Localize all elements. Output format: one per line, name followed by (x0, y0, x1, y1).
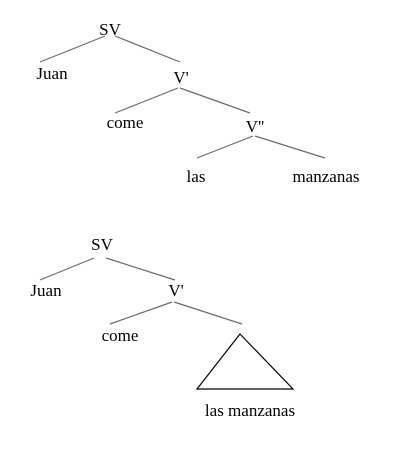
tree1-root-label: SV (99, 20, 121, 39)
tree1-subject-label: Juan (36, 64, 68, 83)
edge-sv-juan-2 (39, 257, 95, 281)
edge-vbar-vdoublebar-1 (179, 87, 251, 114)
edge-sv-vbar-1 (114, 35, 181, 63)
tree2-root-label: SV (91, 235, 113, 254)
edge-vbar-triangle-2 (173, 301, 243, 325)
tree2-collapsed-phrase-label: las manzanas (204, 401, 296, 420)
edge-vbar-come-1 (114, 87, 179, 114)
tree1-vbar-label: V' (173, 68, 189, 87)
tree2-vbar-label: V' (168, 281, 184, 300)
edge-vdoublebar-las-1 (196, 135, 254, 159)
edge-sv-juan-1 (39, 35, 106, 63)
edge-vbar-come-2 (109, 301, 173, 325)
tree2-verb-label: come (101, 326, 139, 345)
tree1-det-label: las (186, 167, 206, 186)
edge-vdoublebar-manzanas-1 (254, 135, 326, 159)
edge-sv-vbar-2 (105, 257, 176, 281)
tree2-subject-label: Juan (30, 281, 62, 300)
collapsed-phrase-triangle (195, 333, 295, 390)
tree1-noun-label: manzanas (292, 167, 360, 186)
tree1-vdoublebar-label: V'' (245, 117, 265, 136)
tree1-verb-label: come (106, 113, 144, 132)
